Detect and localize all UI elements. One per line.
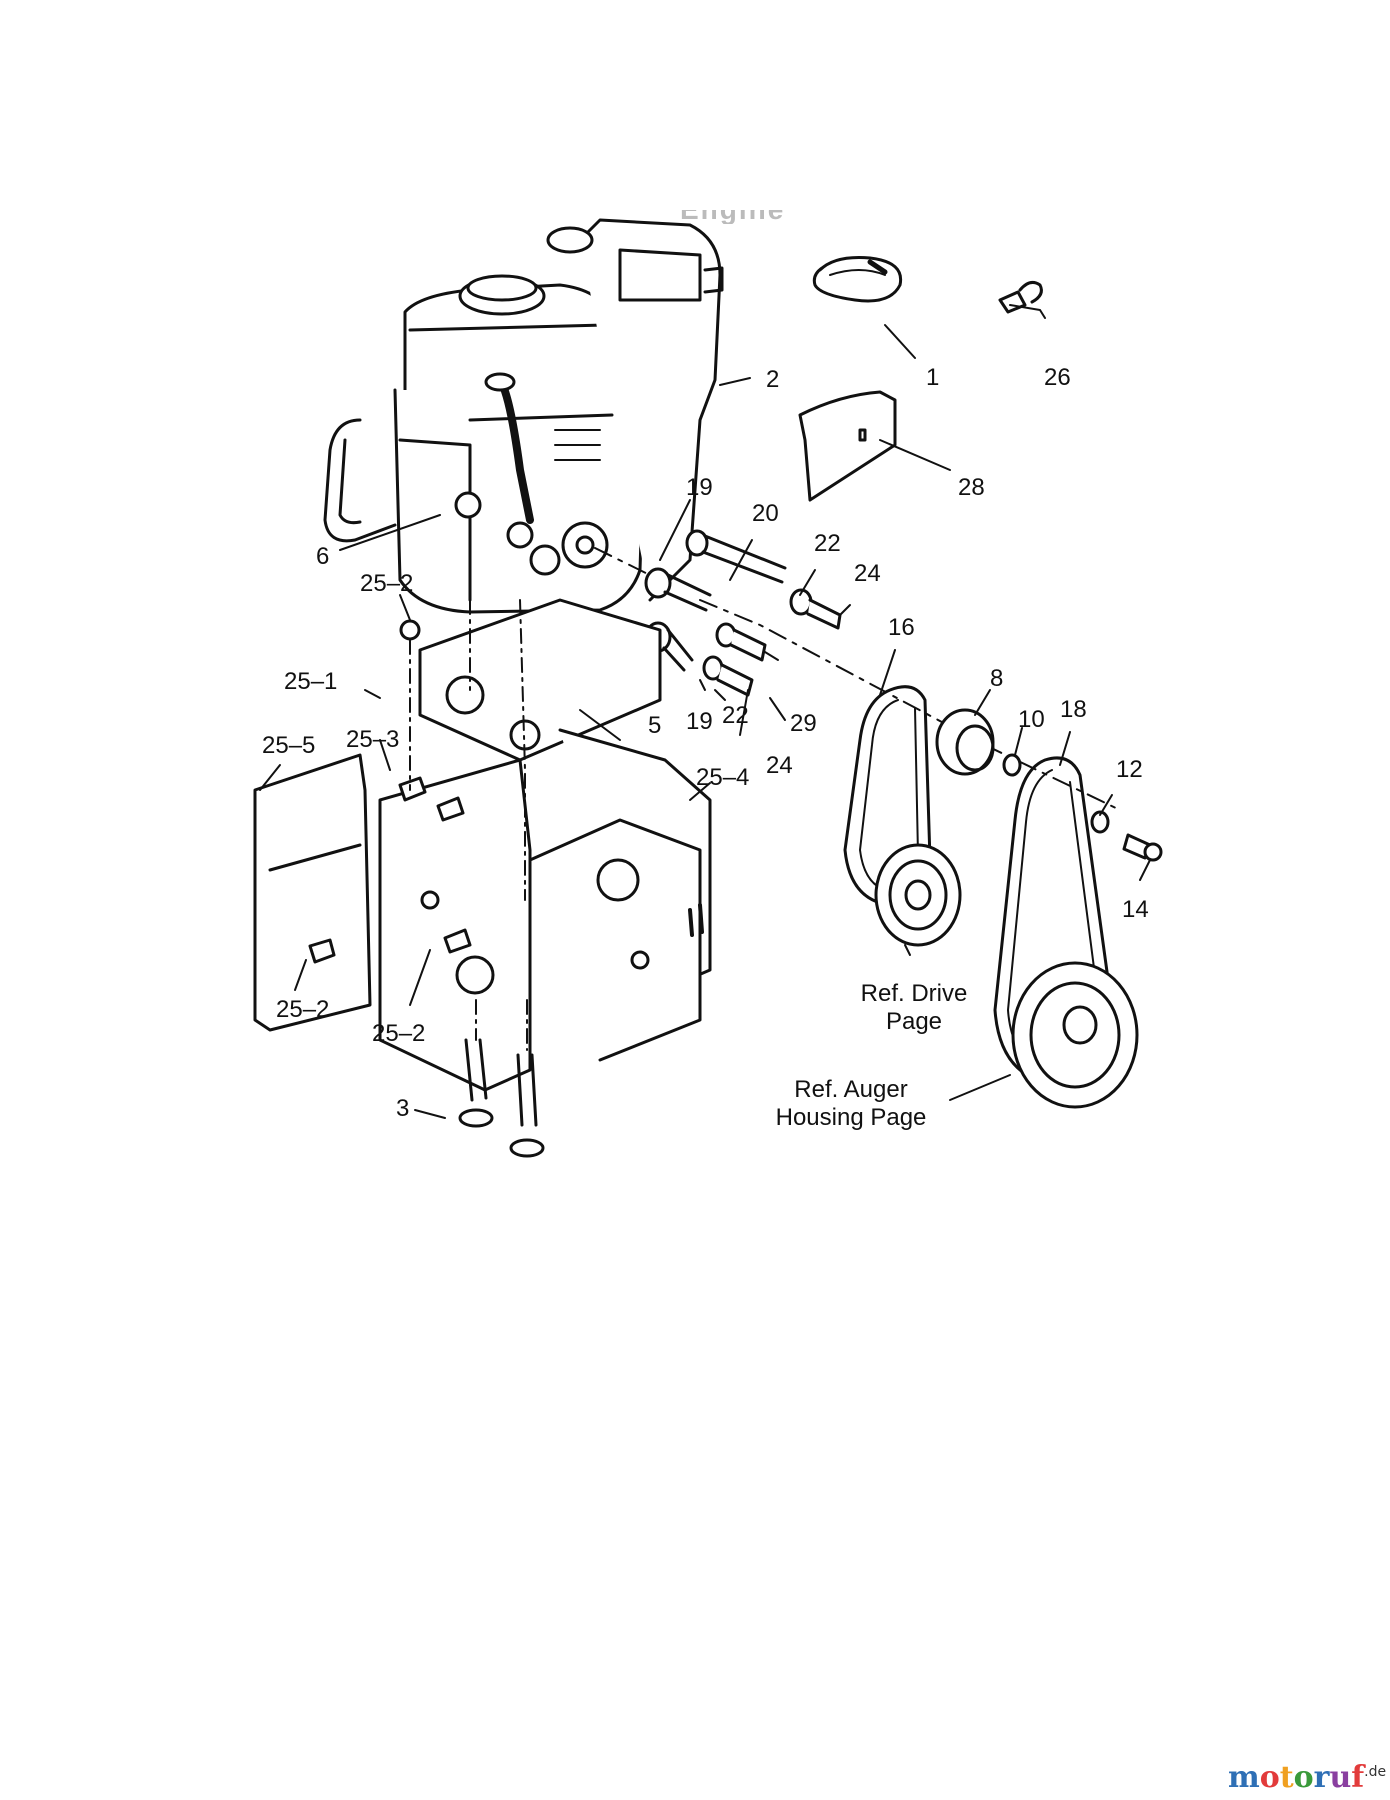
logo-letter: r [1313, 1760, 1330, 1795]
callout-19-upper: 19 [686, 474, 713, 501]
ref-auger-line-2: Housing Page [775, 1104, 927, 1131]
logo-domain: .de [1364, 1764, 1387, 1780]
frame-bolts [308, 619, 545, 1158]
callout-26: 26 [1044, 364, 1071, 391]
callout-6: 6 [316, 543, 330, 570]
callout-1: 1 [926, 364, 940, 391]
callout-25-2-left: 25–2 [276, 996, 330, 1023]
callout-25-4: 25–4 [696, 764, 750, 791]
callout-leaders [259, 304, 1151, 1119]
callout-16: 16 [888, 614, 915, 641]
callout-19-lower: 19 [686, 708, 713, 735]
ref-drive-line-1: Ref. Drive [860, 980, 968, 1007]
belt-cover-part [798, 390, 897, 502]
callout-5: 5 [648, 712, 662, 739]
engine-pulley-parts [935, 708, 1163, 862]
callout-2: 2 [766, 366, 780, 393]
auger-belt-pulley [993, 756, 1139, 1109]
callout-25-2-bottom: 25–2 [372, 1020, 426, 1047]
callout-3: 3 [396, 1095, 410, 1122]
logo-letter: m [1228, 1760, 1260, 1795]
ref-auger-line-1: Ref. Auger [794, 1076, 908, 1103]
callout-12: 12 [1116, 756, 1143, 783]
motoruf-logo: motoruf.de [1228, 1760, 1386, 1795]
logo-letter: u [1329, 1760, 1352, 1795]
callout-22-upper: 22 [814, 530, 841, 557]
ref-auger-housing-page: Ref. Auger Housing Page [766, 1076, 936, 1132]
wire-harness-part [812, 256, 903, 303]
page-header: Engine [680, 194, 786, 225]
logo-letter: t [1279, 1760, 1294, 1795]
callout-25-2-top: 25–2 [360, 570, 414, 597]
frame-assembly [253, 598, 712, 1092]
callout-29: 29 [790, 710, 817, 737]
callout-10: 10 [1018, 706, 1045, 733]
callout-25-5: 25–5 [262, 732, 316, 759]
logo-letter: o [1293, 1760, 1314, 1795]
callout-25-3: 25–3 [346, 726, 400, 753]
logo-letter: o [1259, 1760, 1280, 1795]
drive-belt-pulley [843, 685, 962, 947]
callout-18: 18 [1060, 696, 1087, 723]
callout-8: 8 [990, 665, 1004, 692]
callout-22-lower: 22 [722, 702, 749, 729]
callout-28: 28 [958, 474, 985, 501]
ref-drive-page: Ref. Drive Page [844, 980, 984, 1036]
alignment-lines [409, 599, 528, 1051]
callout-20: 20 [752, 500, 779, 527]
logo-letter: f [1351, 1760, 1365, 1795]
engine-assembly [323, 218, 724, 614]
ref-drive-line-2: Page [885, 1008, 943, 1035]
callout-24-lower: 24 [766, 752, 793, 779]
callout-14: 14 [1122, 896, 1149, 923]
callout-24-upper: 24 [854, 560, 881, 587]
callout-25-1: 25–1 [284, 668, 338, 695]
